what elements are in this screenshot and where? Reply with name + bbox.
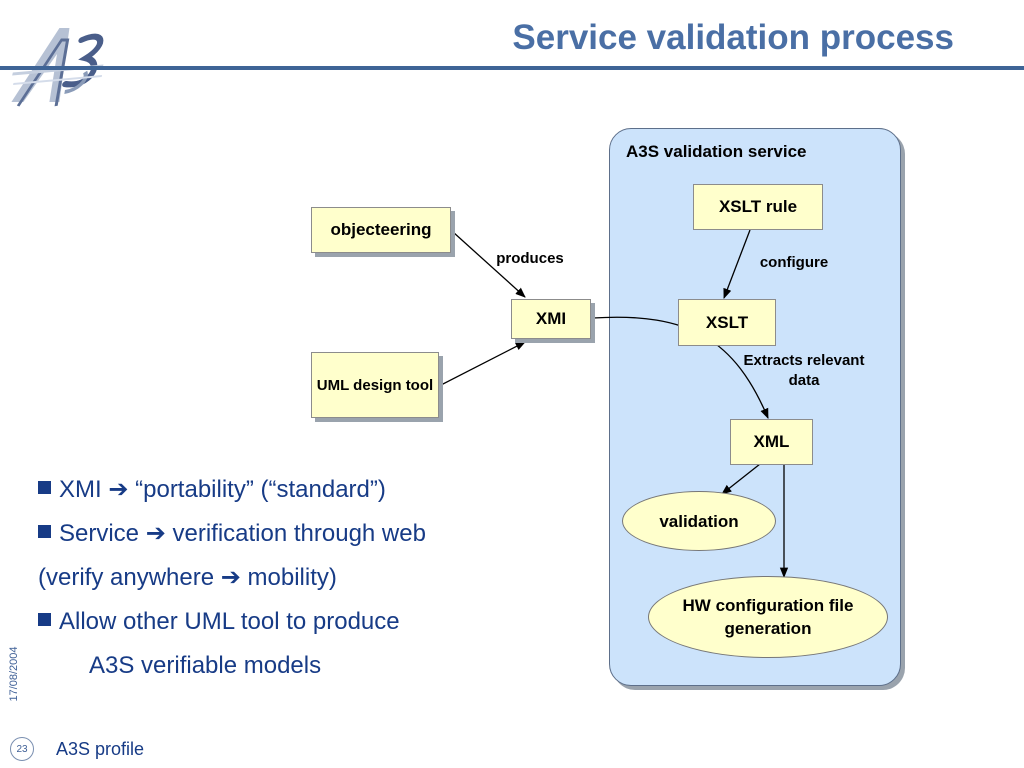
- bullet-square-icon: [38, 525, 51, 538]
- right-arrow-icon: ➔: [108, 476, 129, 503]
- page-title: Service validation process: [512, 18, 954, 57]
- bullet-verify-anywhere: (verify anywhere ➔ mobility): [38, 564, 337, 591]
- footer-label: A3S profile: [56, 739, 145, 759]
- bullet-xmi: XMI ➔ “portability” (“standard”): [38, 475, 386, 505]
- xmi-node: XMI: [511, 299, 591, 339]
- bullet-square-icon: [38, 613, 51, 626]
- xslt-rule-node: XSLT rule: [693, 184, 823, 230]
- objecteering-node: objecteering: [311, 207, 451, 253]
- slide-date: 17/08/2004: [8, 646, 20, 702]
- configure-label: configure: [759, 254, 829, 271]
- arrow-objecteering-to-xmi: [452, 231, 526, 298]
- right-arrow-icon: ➔: [145, 520, 166, 547]
- title-divider: [0, 66, 1024, 70]
- hw-configuration-node: HW configuration file generation: [648, 576, 888, 658]
- arrow-xml-to-validation: [721, 463, 761, 495]
- bullet-verifiable-models: A3S verifiable models: [89, 652, 322, 679]
- validation-service-title: A3S validation service: [626, 142, 807, 161]
- extracts-label: Extracts relevant data: [743, 352, 865, 389]
- xslt-node: XSLT: [678, 299, 776, 346]
- xml-node: XML: [730, 419, 813, 465]
- arrow-uml-to-xmi: [440, 341, 526, 386]
- uml-design-tool-node: UML design tool: [311, 352, 439, 418]
- bullet-square-icon: [38, 481, 51, 494]
- page-number-badge: 23: [10, 737, 34, 761]
- right-arrow-icon: ➔: [220, 564, 241, 591]
- validation-node: validation: [622, 491, 776, 551]
- bullet-allow-other-tools: Allow other UML tool to produce: [38, 607, 400, 637]
- produces-label: produces: [496, 250, 564, 267]
- arrow-rule-to-xslt: [723, 229, 751, 299]
- bullet-service: Service ➔ verification through web: [38, 519, 426, 549]
